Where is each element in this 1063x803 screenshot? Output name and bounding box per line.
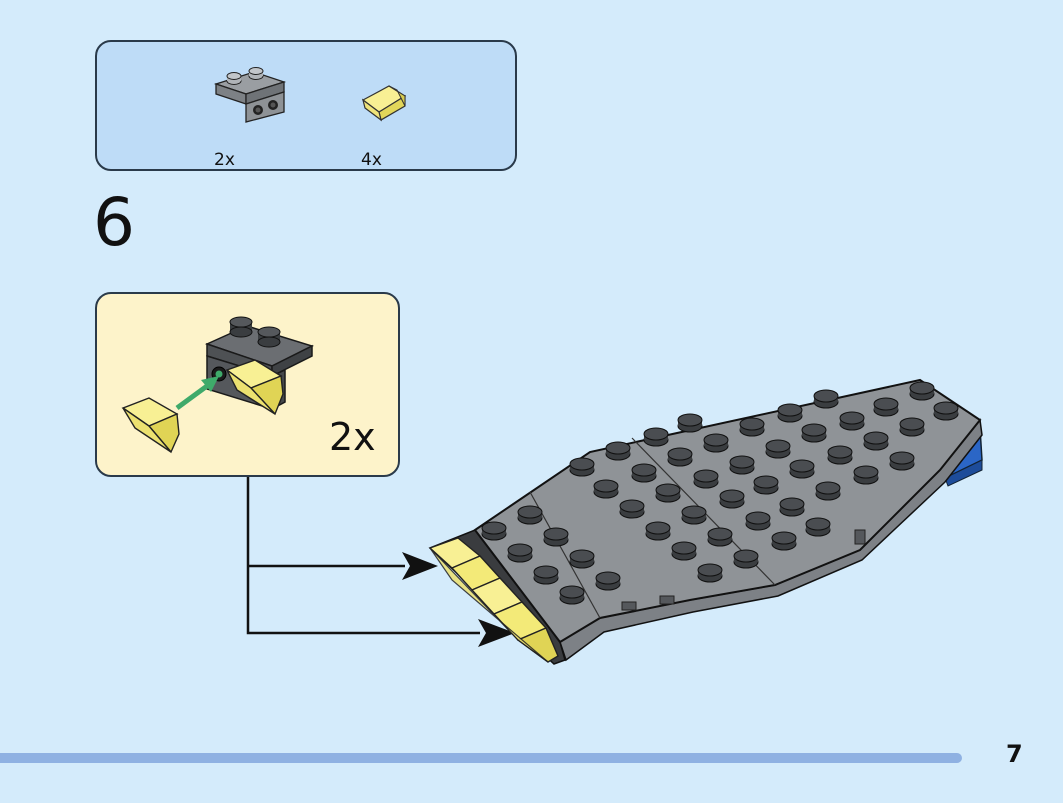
stud-icon (671, 541, 697, 561)
stud-icon (681, 505, 707, 525)
stud-icon (815, 481, 841, 501)
stud-icon (559, 585, 585, 605)
sub-assembly-quantity: 2x (329, 415, 376, 459)
stud-icon (813, 389, 839, 409)
stud-icon (779, 497, 805, 517)
stud-icon (765, 439, 791, 459)
stud-icon (909, 381, 935, 401)
parts-list-qty-slope: 4x (361, 150, 382, 170)
stud-icon (697, 563, 723, 583)
parts-list-qty-bracket: 2x (214, 150, 235, 170)
stud-icon (899, 417, 925, 437)
stud-icon (739, 417, 765, 437)
stud-icon (863, 431, 889, 451)
page-progress-bar (0, 753, 962, 763)
sub-assembly-illustration (121, 316, 315, 454)
stud-icon (789, 459, 815, 479)
stud-icon (667, 447, 693, 467)
stud-icon (569, 549, 595, 569)
stud-icon (889, 451, 915, 471)
stud-icon (745, 511, 771, 531)
stud-icon (569, 457, 595, 477)
yellow-slope-attached (225, 359, 284, 416)
arrow-head-icon (478, 619, 515, 647)
stud-icon (595, 571, 621, 591)
yellow-slope-part-icon (361, 85, 407, 122)
stud-icon (771, 531, 797, 551)
stud-icon (801, 423, 827, 443)
stud-icon (933, 401, 959, 421)
stud-icon (693, 469, 719, 489)
stud-field (481, 381, 959, 605)
stud-icon (593, 479, 619, 499)
stud-icon (719, 489, 745, 509)
stud-icon (873, 397, 899, 417)
stud-icon (517, 505, 543, 525)
sub-assembly-panel: 2x (95, 292, 400, 477)
stud-icon (827, 445, 853, 465)
stud-icon (655, 483, 681, 503)
stud-icon (805, 517, 831, 537)
parts-list-item-bracket: 2x (212, 64, 292, 170)
page-number: 7 (1006, 740, 1023, 768)
stud-icon (777, 403, 803, 423)
yellow-slope-loose (121, 397, 180, 454)
stud-icon (733, 549, 759, 569)
stud-icon (229, 316, 253, 338)
arrow-head-icon (402, 552, 438, 580)
stud-icon (643, 427, 669, 447)
stud-icon (481, 521, 507, 541)
stud-icon (619, 499, 645, 519)
stud-icon (703, 433, 729, 453)
stud-icon (257, 326, 281, 348)
stud-icon (631, 463, 657, 483)
step-number: 6 (93, 184, 135, 261)
stud-icon (605, 441, 631, 461)
stud-icon (707, 527, 733, 547)
stud-icon (677, 413, 703, 433)
green-arrow-icon (175, 376, 219, 411)
stud-icon (645, 521, 671, 541)
parts-list-item-slope: 4x (359, 82, 419, 170)
stud-icon (507, 543, 533, 563)
stud-icon (543, 527, 569, 547)
stud-icon (753, 475, 779, 495)
stud-icon (839, 411, 865, 431)
stud-icon (853, 465, 879, 485)
yellow-slope-row (428, 537, 559, 663)
stud-icon (533, 565, 559, 585)
parts-list-panel: 2x 4x (95, 40, 517, 171)
bracket-part-icon (213, 67, 287, 123)
stud-icon (729, 455, 755, 475)
